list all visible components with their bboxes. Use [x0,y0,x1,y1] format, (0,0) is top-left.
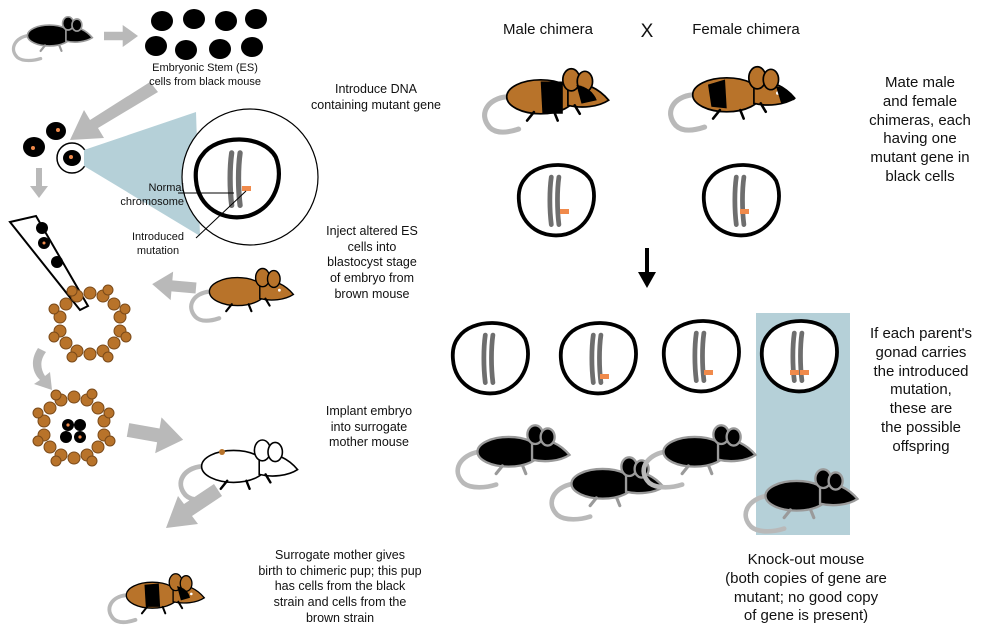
offspring-cell [561,323,636,393]
arrow-icon [30,168,48,198]
offspring-cell [453,323,528,393]
female-chimera-label: Female chimera [668,21,824,40]
surrogate-mother-mouse [181,440,298,500]
arrow-icon [638,248,656,288]
es-cells [145,9,267,60]
male-parent-cell [519,165,594,235]
arrow-icon [104,25,138,47]
arrow-icon [151,270,197,302]
chimeric-pup [109,574,204,622]
black-donor-mouse [13,17,92,61]
male-chimera-label: Male chimera [478,21,618,40]
offspring-mouse [458,425,570,487]
arrow-icon [33,348,52,390]
arrow-icon [125,412,186,458]
blastocyst-injection [49,285,131,362]
blastocyst-with-es-cells [33,389,115,466]
male-chimera-mouse [485,69,609,132]
es-cells-label: Embryonic Stem (ES)cells from black mous… [130,62,280,90]
offspring-mouse [644,425,756,487]
arrow-icon [166,484,222,528]
cross-symbol: X [634,20,660,44]
female-chimera-mouse [671,67,795,130]
brown-donor-mouse [191,269,293,321]
offspring-cell-knockout [762,321,837,391]
offspring-cell [664,321,739,391]
magnified-chromosome-cell [196,140,279,218]
female-parent-cell [704,165,779,235]
mutation-band [242,186,251,191]
